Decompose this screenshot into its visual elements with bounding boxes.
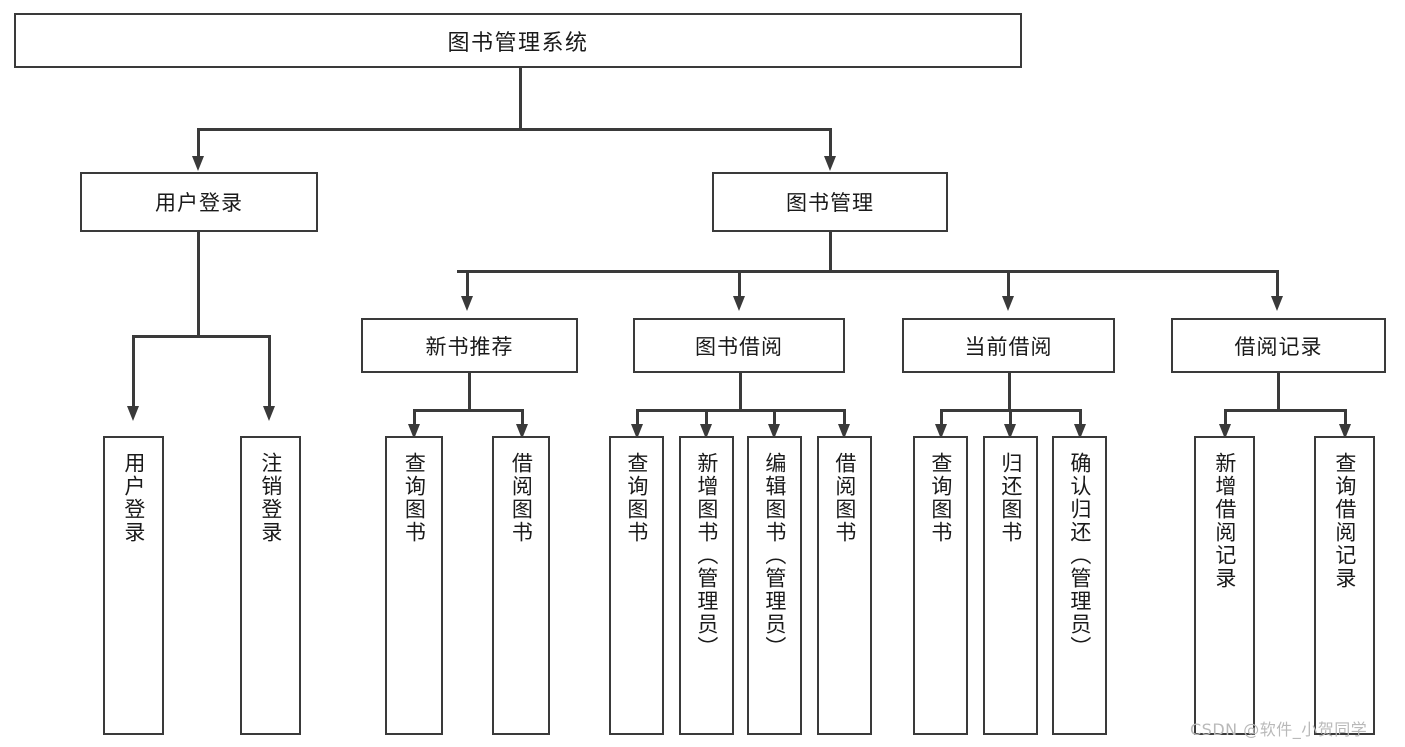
edge-drop-leaf-confirm-return bbox=[1079, 409, 1082, 427]
edge-user-login-stem bbox=[197, 232, 200, 337]
leaf-add-book-admin[interactable]: 新增图书（管理员） bbox=[679, 436, 734, 735]
edge-drop-user-login bbox=[197, 128, 200, 158]
node-book-borrow[interactable]: 图书借阅 bbox=[633, 318, 845, 373]
edge-book-borrow-stem bbox=[739, 373, 742, 411]
arrow-leaf-edit-book bbox=[767, 424, 780, 439]
arrow-leaf-borrow-book-2 bbox=[837, 424, 850, 439]
edge-level3-bus bbox=[457, 270, 1279, 273]
leaf-user-login[interactable]: 用户登录 bbox=[103, 436, 164, 735]
edge-drop-leaf-return-book bbox=[1009, 409, 1012, 427]
edge-drop-new-book-recommend bbox=[466, 270, 469, 298]
arrow-leaf-add-book bbox=[699, 424, 712, 439]
edge-drop-book-borrow bbox=[738, 270, 741, 298]
edge-current-borrow-stem bbox=[1008, 373, 1011, 411]
node-book-management[interactable]: 图书管理 bbox=[712, 172, 948, 232]
arrow-leaf-query-book-2 bbox=[630, 424, 643, 439]
node-label: 图书管理 bbox=[786, 191, 874, 215]
arrow-user-login bbox=[191, 156, 204, 171]
node-user-login[interactable]: 用户登录 bbox=[80, 172, 318, 232]
arrow-leaf-user-login bbox=[126, 406, 139, 421]
edge-drop-book-manage bbox=[829, 128, 832, 158]
node-label: 当前借阅 bbox=[964, 334, 1053, 359]
edge-drop-leaf-logout bbox=[268, 335, 271, 408]
leaf-logout-login[interactable]: 注销登录 bbox=[240, 436, 301, 735]
leaf-label: 查询图书 bbox=[402, 452, 427, 544]
leaf-borrow-book-recommend[interactable]: 借阅图书 bbox=[492, 436, 550, 735]
edge-root-stem bbox=[519, 68, 522, 130]
edge-book-borrow-bus bbox=[637, 409, 845, 412]
arrow-borrow-record bbox=[1270, 296, 1283, 311]
node-current-borrow[interactable]: 当前借阅 bbox=[902, 318, 1115, 373]
edge-drop-leaf-query-book-3 bbox=[940, 409, 943, 427]
edge-drop-leaf-query-book-2 bbox=[636, 409, 639, 427]
node-label: 新书推荐 bbox=[425, 334, 514, 359]
leaf-label: 借阅图书 bbox=[509, 452, 534, 544]
leaf-label: 归还图书 bbox=[998, 452, 1023, 544]
leaf-label: 新增图书（管理员） bbox=[694, 452, 719, 659]
arrow-leaf-borrow-book-1 bbox=[515, 424, 528, 439]
edge-drop-leaf-query-record bbox=[1344, 409, 1347, 427]
arrow-current-borrow bbox=[1001, 296, 1014, 311]
edge-drop-leaf-borrow-book-2 bbox=[843, 409, 846, 427]
leaf-label: 查询图书 bbox=[624, 452, 649, 544]
leaf-label: 查询图书 bbox=[928, 452, 953, 544]
leaf-label: 用户登录 bbox=[121, 452, 146, 544]
edge-new-book-recommend-bus bbox=[414, 409, 522, 412]
edge-borrow-record-stem bbox=[1277, 373, 1280, 411]
leaf-query-book-current[interactable]: 查询图书 bbox=[913, 436, 968, 735]
leaf-return-book[interactable]: 归还图书 bbox=[983, 436, 1038, 735]
node-label: 图书借阅 bbox=[695, 334, 783, 359]
edge-user-login-bus bbox=[133, 335, 270, 338]
node-label: 用户登录 bbox=[155, 191, 243, 215]
arrow-leaf-add-record bbox=[1218, 424, 1231, 439]
edge-drop-leaf-edit-book bbox=[773, 409, 776, 427]
arrow-leaf-confirm-return bbox=[1073, 424, 1086, 439]
leaf-label: 编辑图书（管理员） bbox=[762, 452, 787, 659]
leaf-query-borrow-record[interactable]: 查询借阅记录 bbox=[1314, 436, 1375, 735]
leaf-query-book-recommend[interactable]: 查询图书 bbox=[385, 436, 443, 735]
edge-drop-borrow-record bbox=[1276, 270, 1279, 298]
edge-drop-leaf-query-book-1 bbox=[413, 409, 416, 427]
leaf-edit-book-admin[interactable]: 编辑图书（管理员） bbox=[747, 436, 802, 735]
edge-drop-leaf-user-login bbox=[132, 335, 135, 408]
node-label: 图书管理系统 bbox=[447, 30, 589, 56]
edge-drop-leaf-add-record bbox=[1224, 409, 1227, 427]
arrow-leaf-logout bbox=[262, 406, 275, 421]
edge-level2-bus bbox=[198, 128, 832, 131]
leaf-label: 确认归还（管理员） bbox=[1067, 452, 1092, 659]
leaf-borrow-book[interactable]: 借阅图书 bbox=[817, 436, 872, 735]
arrow-leaf-query-record bbox=[1338, 424, 1351, 439]
leaf-query-book-borrow[interactable]: 查询图书 bbox=[609, 436, 664, 735]
leaf-label: 借阅图书 bbox=[832, 452, 857, 544]
arrow-leaf-query-book-3 bbox=[934, 424, 947, 439]
edge-drop-current-borrow bbox=[1007, 270, 1010, 298]
leaf-label: 新增借阅记录 bbox=[1212, 452, 1237, 590]
arrow-book-manage bbox=[823, 156, 836, 171]
node-label: 借阅记录 bbox=[1234, 334, 1323, 359]
arrow-book-borrow bbox=[732, 296, 745, 311]
edge-book-manage-stem bbox=[829, 232, 832, 272]
csdn-watermark: CSDN @软件_小贺同学 bbox=[1190, 720, 1368, 739]
node-root-book-management-system[interactable]: 图书管理系统 bbox=[14, 13, 1022, 68]
leaf-confirm-return-admin[interactable]: 确认归还（管理员） bbox=[1052, 436, 1107, 735]
edge-drop-leaf-borrow-book-1 bbox=[521, 409, 524, 427]
leaf-label: 查询借阅记录 bbox=[1332, 452, 1357, 590]
edge-new-book-recommend-stem bbox=[468, 373, 471, 411]
arrow-leaf-query-book-1 bbox=[407, 424, 420, 439]
edge-borrow-record-bus bbox=[1225, 409, 1346, 412]
arrow-new-book-recommend bbox=[460, 296, 473, 311]
node-borrow-record[interactable]: 借阅记录 bbox=[1171, 318, 1386, 373]
leaf-label: 注销登录 bbox=[258, 452, 283, 544]
leaf-add-borrow-record[interactable]: 新增借阅记录 bbox=[1194, 436, 1255, 735]
node-new-book-recommend[interactable]: 新书推荐 bbox=[361, 318, 578, 373]
edge-drop-leaf-add-book bbox=[705, 409, 708, 427]
arrow-leaf-return-book bbox=[1003, 424, 1016, 439]
